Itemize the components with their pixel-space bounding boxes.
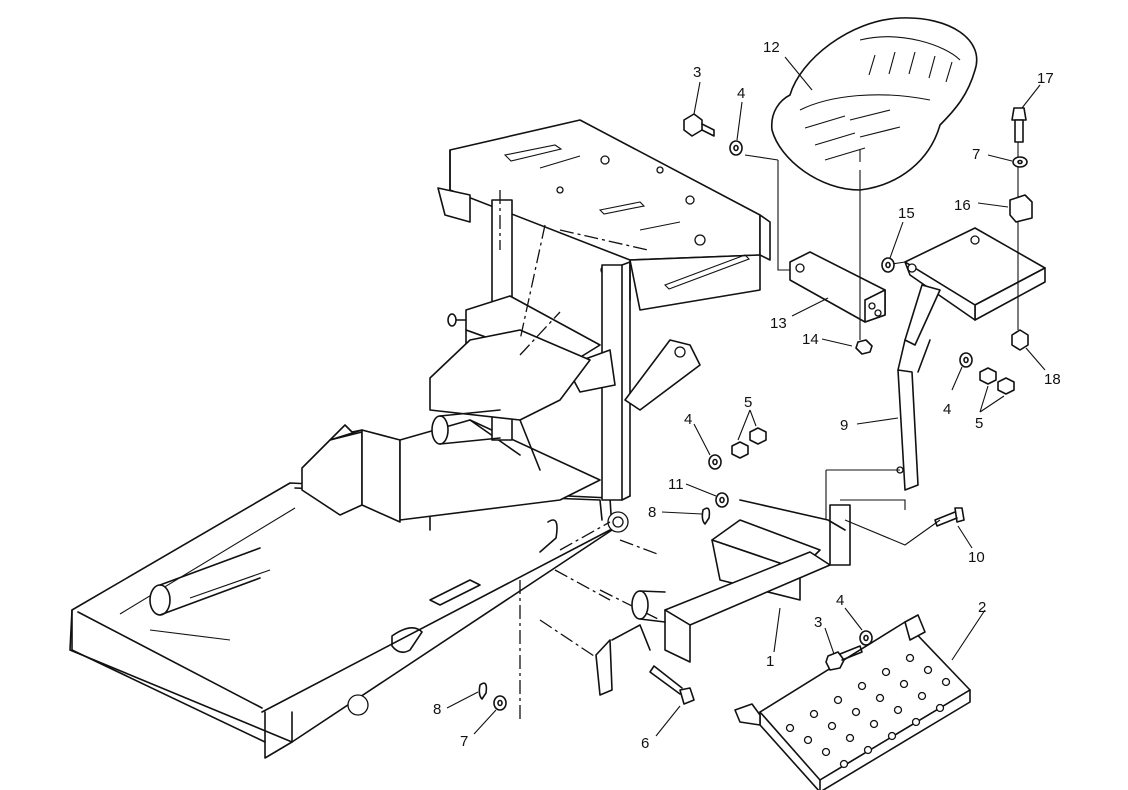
- callout-1: 1: [766, 653, 774, 670]
- step-holes: [785, 653, 951, 769]
- callout-13: 13: [770, 315, 787, 332]
- callout-labels: 1 2 3 3 4 4 4 4 5 5 6 7 7 8 8 9 10 11 12…: [433, 39, 1061, 752]
- callout-10: 10: [968, 549, 985, 566]
- callout-8-top: 8: [648, 504, 656, 521]
- callout-8-low: 8: [433, 701, 441, 718]
- callout-3-top: 3: [693, 64, 701, 81]
- callout-5-mid: 5: [744, 394, 752, 411]
- callout-15: 15: [898, 205, 915, 222]
- callout-11: 11: [668, 476, 684, 493]
- callout-4-top: 4: [737, 85, 745, 102]
- seat-bracket: [789, 251, 886, 323]
- callout-12: 12: [763, 39, 780, 56]
- callout-3-low: 3: [814, 614, 822, 631]
- callout-17: 17: [1037, 70, 1054, 87]
- upright-posts: [429, 199, 701, 501]
- main-frame: [69, 419, 629, 759]
- callout-2: 2: [978, 599, 986, 616]
- callout-16: 16: [954, 197, 971, 214]
- leader-lines: [499, 190, 661, 720]
- callout-14: 14: [802, 331, 819, 348]
- callout-9: 9: [840, 417, 848, 434]
- callout-leaders: [446, 56, 1046, 737]
- callout-6: 6: [641, 735, 649, 752]
- upper-console: [437, 119, 771, 311]
- step-plate: [734, 614, 971, 790]
- hardware: [478, 107, 1033, 711]
- callout-5-right: 5: [975, 415, 983, 432]
- callout-7-low: 7: [460, 733, 468, 750]
- seat-support: [896, 227, 1046, 491]
- callout-7-top: 7: [972, 146, 980, 163]
- callout-4-mid: 4: [684, 411, 692, 428]
- footrest-assembly: [595, 499, 851, 696]
- seat: [770, 17, 978, 191]
- callout-4-right: 4: [943, 401, 951, 418]
- callout-18: 18: [1044, 371, 1061, 388]
- callout-4-low: 4: [836, 592, 844, 609]
